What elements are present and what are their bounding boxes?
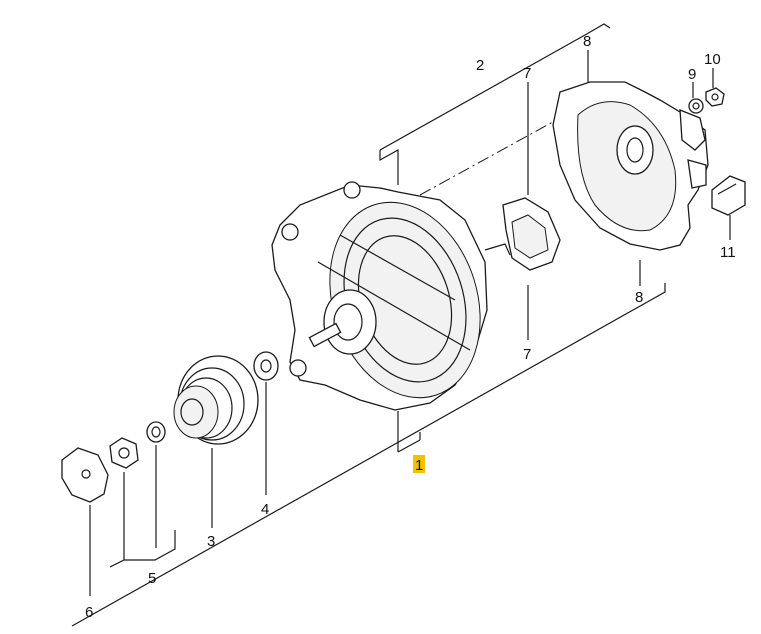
callout-8-top[interactable]: 8 bbox=[583, 33, 591, 50]
alternator-body-part bbox=[271, 181, 488, 411]
callout-7-top[interactable]: 7 bbox=[523, 65, 531, 82]
callout-4[interactable]: 4 bbox=[261, 501, 269, 518]
rear-cover-part bbox=[552, 50, 709, 286]
spacer-washer-part bbox=[253, 351, 279, 495]
callout-11[interactable]: 11 bbox=[720, 244, 736, 261]
callout-9[interactable]: 9 bbox=[688, 66, 696, 83]
highlight-marker bbox=[413, 455, 425, 473]
callout-7-bottom[interactable]: 7 bbox=[523, 346, 531, 363]
assembly-bracket-lines bbox=[71, 23, 666, 627]
callout-labels: 1 2 3 4 5 6 7 7 8 8 9 10 11 bbox=[85, 33, 736, 621]
pulley-cap-part bbox=[61, 447, 109, 596]
cover-nut-part bbox=[688, 82, 704, 114]
callout-2[interactable]: 2 bbox=[476, 57, 484, 74]
callout-3[interactable]: 3 bbox=[207, 533, 215, 550]
callout-5[interactable]: 5 bbox=[148, 570, 156, 587]
voltage-regulator-part bbox=[484, 82, 561, 340]
terminal-cap-part bbox=[705, 68, 725, 107]
callout-6[interactable]: 6 bbox=[85, 604, 93, 621]
center-axis-line bbox=[419, 117, 561, 196]
callout-8-bottom[interactable]: 8 bbox=[635, 289, 643, 306]
callout-1[interactable]: 1 bbox=[415, 457, 423, 474]
callout-10[interactable]: 10 bbox=[704, 51, 721, 68]
plug-connector-part bbox=[711, 175, 746, 240]
freewheel-pulley-part bbox=[173, 355, 259, 528]
pulley-nut-part bbox=[109, 421, 176, 568]
